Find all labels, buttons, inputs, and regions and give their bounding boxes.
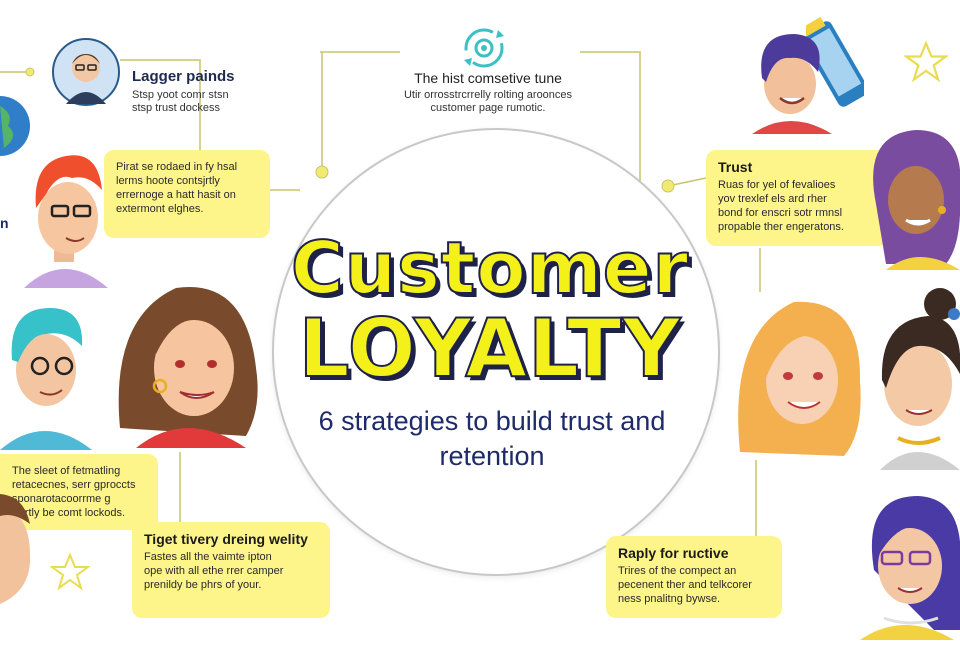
center-top-line1: Utir orrosstrcrrelly rolting aroonces bbox=[403, 89, 573, 101]
bottom-right-info-box: Raply for ructive Trires of the compect … bbox=[606, 536, 782, 618]
left-box-line2: lerms hoote contsjrtly bbox=[116, 175, 220, 187]
bottom-left-line1: Fastes all the vaimte ipton bbox=[144, 551, 272, 563]
bottom-right-line1: Trires of the compect an bbox=[618, 565, 737, 577]
left-box-line1: Pirat se rodaed in fy hsal bbox=[116, 161, 238, 173]
man-glasses-avatar bbox=[52, 38, 120, 106]
bottom-right-line2: pecenent ther and telkcorer bbox=[618, 579, 752, 591]
refresh-target-icon bbox=[464, 28, 504, 68]
bottom-right-line3: ness pnalitng bywse. bbox=[618, 593, 721, 605]
bun-hair-woman-avatar bbox=[880, 288, 960, 470]
bottom-left-info-box: Tiget tivery dreing welity Fastes all th… bbox=[132, 522, 330, 618]
right-box-line1: Ruas for yel of fevalioes bbox=[718, 179, 836, 191]
star-icon bbox=[50, 552, 90, 591]
blonde-woman-avatar bbox=[738, 301, 861, 456]
title-line1: Customer bbox=[290, 225, 690, 311]
top-left-line1: Stsp yoot comr stsn bbox=[132, 89, 229, 101]
right-box-line4: propable ther engeratons. bbox=[718, 221, 844, 233]
bottom-left-line3: prenildy be phrs of your. bbox=[144, 579, 262, 591]
central-hub-circle bbox=[272, 128, 720, 576]
right-box-line3: bond for enscri sotr rmnsl bbox=[718, 207, 843, 219]
curly-hair-woman-avatar bbox=[873, 130, 960, 270]
star-icon bbox=[904, 40, 948, 83]
lower-left-line2: retacecnes, serr gproccts bbox=[12, 479, 136, 491]
subtitle: 6 strategies to build trust and retentio… bbox=[318, 406, 666, 471]
edge-letter: n bbox=[0, 215, 9, 231]
lower-left-info-box: The sleet of fetmatling retacecnes, serr… bbox=[0, 454, 158, 530]
brown-hair-woman-avatar bbox=[118, 287, 258, 448]
center-top-heading: The hist comsetive tune bbox=[414, 70, 562, 86]
glasses-woman-avatar bbox=[860, 496, 960, 640]
title-line2: LOYALTY bbox=[298, 301, 682, 396]
purple-hair-man-avatar bbox=[752, 34, 832, 134]
globe-icon bbox=[0, 96, 30, 156]
left-info-box: Pirat se rodaed in fy hsal lerms hoote c… bbox=[104, 150, 270, 238]
center-top-text: The hist comsetive tune Utir orrosstrcrr… bbox=[398, 70, 578, 115]
bottom-right-heading: Raply for ructive bbox=[618, 545, 729, 561]
partial-face-avatar bbox=[0, 494, 31, 604]
phone-icon bbox=[806, 16, 864, 107]
lower-left-line3: sponarotacoorrme g bbox=[12, 493, 111, 505]
bottom-left-line2: ope with all ethe rrer camper bbox=[144, 565, 284, 577]
top-left-line2: stsp trust dockess bbox=[132, 102, 221, 114]
right-box-heading: Trust bbox=[718, 159, 753, 175]
left-box-line4: extermont elghes. bbox=[116, 203, 204, 215]
center-top-line2: customer page rumotic. bbox=[430, 102, 546, 114]
lower-left-line4: forrtly be comt lockods. bbox=[12, 507, 126, 519]
red-hair-man-avatar bbox=[24, 155, 108, 288]
top-left-heading: Lagger painds bbox=[132, 68, 235, 85]
bottom-left-heading: Tiget tivery dreing welity bbox=[144, 531, 308, 547]
right-info-box: Trust Ruas for yel of fevalioes yov trex… bbox=[706, 150, 888, 246]
teal-hair-man-avatar bbox=[0, 308, 92, 450]
top-left-text: Lagger painds Stsp yoot comr stsn stsp t… bbox=[132, 68, 272, 115]
right-box-line2: yov trexlef els ard rher bbox=[718, 193, 827, 205]
lower-left-line1: The sleet of fetmatling bbox=[12, 465, 121, 477]
left-box-line3: errernoge a hatt hasit on bbox=[116, 189, 236, 201]
